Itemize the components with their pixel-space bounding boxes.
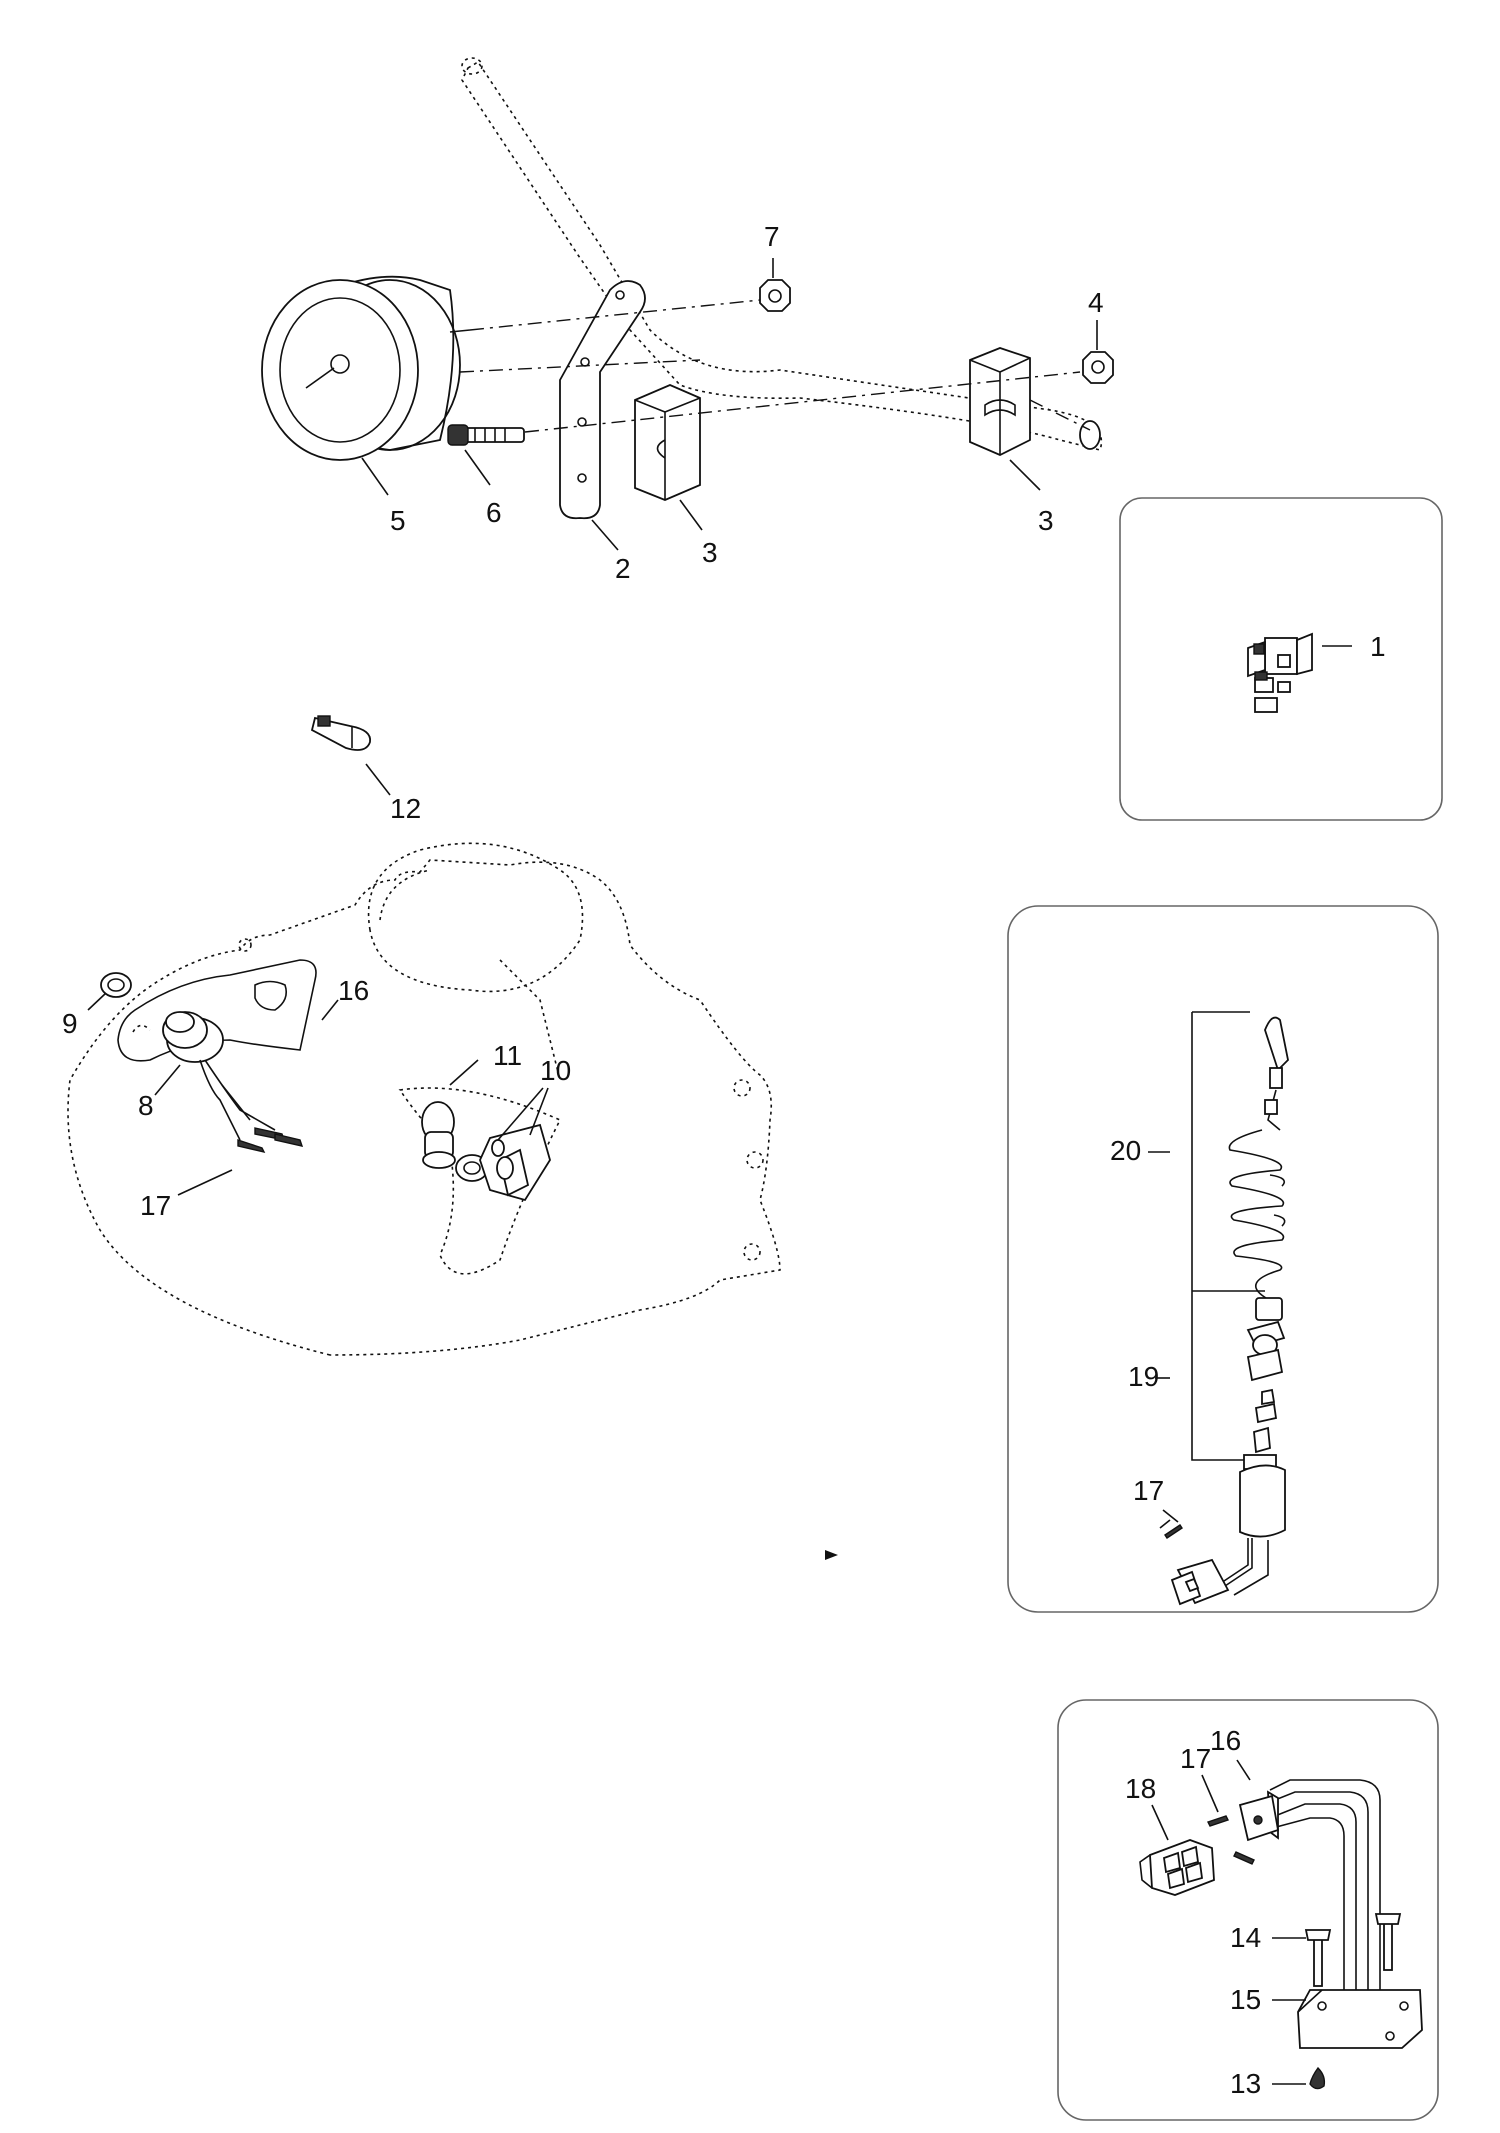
callout-19: 19 — [1128, 1361, 1159, 1392]
callout-17-cowling: 17 — [140, 1190, 171, 1221]
callout-9: 9 — [62, 1008, 78, 1039]
inset-box-harness: 16 17 18 14 15 13 — [1057, 1699, 1439, 2121]
inset-box-part-1: 1 — [1119, 497, 1443, 821]
callout-14: 14 — [1230, 1922, 1261, 1953]
callout-3-right: 3 — [1038, 505, 1054, 536]
callout-16-cowling: 16 — [338, 975, 369, 1006]
callout-3-left: 3 — [702, 537, 718, 568]
callout-7: 7 — [764, 221, 780, 252]
bulb-part-12 — [310, 715, 372, 751]
clamp-part-3-left — [634, 384, 701, 501]
callout-11: 11 — [493, 1040, 522, 1071]
assembly-centerlines — [459, 299, 1091, 433]
switch-part-10 — [455, 1123, 551, 1202]
cowling-plate-part-16 — [117, 959, 317, 1062]
callout-16-harness: 16 — [1210, 1725, 1241, 1756]
inset-box-lanyard: 20 19 17 — [1007, 905, 1439, 1613]
callout-1: 1 — [1370, 631, 1386, 662]
arrow-marker — [825, 1550, 838, 1560]
nut-part-4 — [1082, 351, 1114, 384]
callout-17-lanyard: 17 — [1133, 1475, 1164, 1506]
nut-part-7 — [759, 279, 791, 312]
callout-10: 10 — [540, 1055, 571, 1086]
screw-part-6 — [447, 424, 525, 446]
callout-12: 12 — [390, 793, 421, 824]
callout-20: 20 — [1110, 1135, 1141, 1166]
callout-17-harness: 17 — [1180, 1743, 1211, 1774]
callout-8: 8 — [138, 1090, 154, 1121]
gauge-part-5 — [261, 275, 471, 461]
callout-5: 5 — [390, 505, 406, 536]
callout-4: 4 — [1088, 287, 1104, 318]
grommet-part-9 — [100, 972, 132, 998]
clamp-part-3-right — [969, 347, 1031, 456]
callout-13: 13 — [1230, 2068, 1261, 2099]
cowling-panel — [67, 842, 781, 1356]
callout-15: 15 — [1230, 1984, 1261, 2015]
callout-6: 6 — [486, 497, 502, 528]
button-part-11 — [421, 1101, 456, 1169]
callout-2: 2 — [615, 553, 631, 584]
bracket-part-2 — [559, 280, 646, 520]
callout-18: 18 — [1125, 1773, 1156, 1804]
key-switch-part-8 — [162, 1011, 304, 1154]
